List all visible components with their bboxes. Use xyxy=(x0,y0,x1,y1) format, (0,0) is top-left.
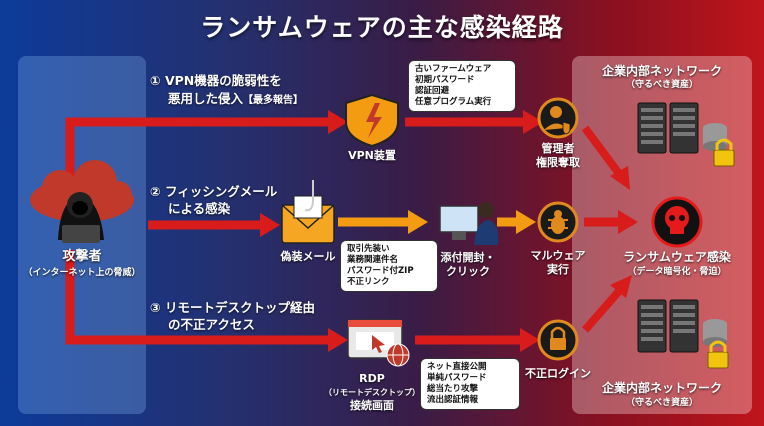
login-label: 不正ログイン xyxy=(525,367,591,380)
user-at-computer-icon xyxy=(439,202,499,245)
network-bottom-title: 企業内部ネットワーク xyxy=(601,381,722,395)
route1-arrow xyxy=(65,110,348,198)
attacker-label: 攻撃者 xyxy=(62,249,102,264)
server-rack-top-icon xyxy=(637,102,727,154)
mail-callout-item: 取引先装い xyxy=(347,244,390,254)
route3-arrow xyxy=(65,250,348,352)
rdp-callout-item: 流出認証情報 xyxy=(427,395,479,405)
rdp-label: RDP xyxy=(359,372,385,385)
open-to-malware-arrow xyxy=(497,210,536,234)
rdp-callout-item: 単純パスワード xyxy=(427,373,487,383)
route3-line2: の不正アクセス xyxy=(168,317,255,332)
vpn-label: VPN装置 xyxy=(348,149,396,162)
mail-callout-item: 不正リンク xyxy=(347,277,390,287)
vpn-callout-item: 古いファームウェア xyxy=(415,64,492,74)
malware-to-infection-arrow xyxy=(584,210,638,234)
vpn-shield-icon xyxy=(345,93,399,148)
route2-arrow xyxy=(148,213,280,237)
rdp-callout-item: ネット直接公開 xyxy=(427,362,487,372)
route1-title: ① VPN機器の脆弱性を xyxy=(150,70,282,89)
rdp-callout: ネット直接公開 単純パスワード 総当たり攻撃 流出認証情報 xyxy=(420,358,520,410)
login-to-network-arrow xyxy=(581,275,632,333)
route1-line1: VPN機器の脆弱性を xyxy=(164,73,282,88)
vpn-callout-item: 任意プログラム実行 xyxy=(415,97,492,107)
server-rack-bottom-icon xyxy=(637,299,727,353)
malware-label-line2: 実行 xyxy=(547,263,569,276)
vpn-to-admin-arrow xyxy=(405,110,543,134)
mail-callout-item: パスワード付ZIP xyxy=(347,266,414,276)
mail-callout-item: 業務関連件名 xyxy=(347,255,399,265)
route3-line1: リモートデスクトップ経由 xyxy=(164,300,315,315)
network-top-title: 企業内部ネットワーク xyxy=(601,64,722,78)
route3-title: ③ リモートデスクトップ経由 xyxy=(150,297,315,316)
route3-number: ③ xyxy=(150,300,161,315)
padlock-top-icon xyxy=(713,138,735,167)
route2-line2: による感染 xyxy=(168,201,231,216)
vpn-callout-item: 認証回避 xyxy=(415,86,450,96)
route2-line1: フィッシングメール xyxy=(164,184,278,199)
ransomware-skull-icon xyxy=(651,196,703,248)
rdp-label2: 接続画面 xyxy=(350,399,394,412)
rdp-screen-icon xyxy=(347,319,403,359)
network-top-subtitle: （守るべき資産） xyxy=(625,80,698,90)
admin-label-line2: 権限奪取 xyxy=(536,156,580,169)
mail-label: 偽装メール xyxy=(280,250,336,263)
infection-subtitle: （データ暗号化・脅迫） xyxy=(627,267,727,277)
rdp-to-login-arrow xyxy=(415,328,540,352)
globe-icon xyxy=(386,343,410,367)
admin-to-network-arrow xyxy=(581,125,630,190)
network-bottom-subtitle: （守るべき資産） xyxy=(625,398,698,408)
admin-badge-icon xyxy=(537,97,579,139)
phishing-mail-icon xyxy=(281,180,335,244)
route2-number: ② xyxy=(150,184,161,199)
route1-title-line2: 悪用した侵入【最多報告】 xyxy=(168,88,303,107)
route2-title: ② フィッシングメール xyxy=(150,181,277,200)
malware-bug-icon xyxy=(537,201,579,243)
infection-title: ランサムウェア感染 xyxy=(623,250,731,264)
vpn-callout: 古いファームウェア 初期パスワード 認証回避 任意プログラム実行 xyxy=(408,60,516,112)
open-label-line1: 添付開封・ xyxy=(440,251,496,264)
malware-label-line1: マルウェア xyxy=(530,249,586,262)
rdp-callout-item: 総当たり攻撃 xyxy=(427,384,479,394)
padlock-bottom-icon xyxy=(707,340,729,369)
route1-number: ① xyxy=(150,73,161,88)
route1-tag: 【最多報告】 xyxy=(243,95,304,106)
route1-line2: 悪用した侵入 xyxy=(168,91,244,106)
mail-callout: 取引先装い 業務関連件名 パスワード付ZIP 不正リンク xyxy=(340,240,438,292)
rdp-sublabel: （リモートデスクトップ） xyxy=(324,388,420,397)
admin-label-line1: 管理者 xyxy=(541,142,575,155)
lock-badge-icon xyxy=(537,319,579,361)
attacker-sublabel: （インターネット上の脅威） xyxy=(23,268,141,278)
attacker-icon xyxy=(30,160,134,243)
vpn-callout-item: 初期パスワード xyxy=(415,75,475,85)
mail-to-open-arrow xyxy=(338,210,428,234)
open-label-line2: クリック xyxy=(446,265,490,278)
page-title: ランサムウェアの主な感染経路 xyxy=(200,13,564,42)
